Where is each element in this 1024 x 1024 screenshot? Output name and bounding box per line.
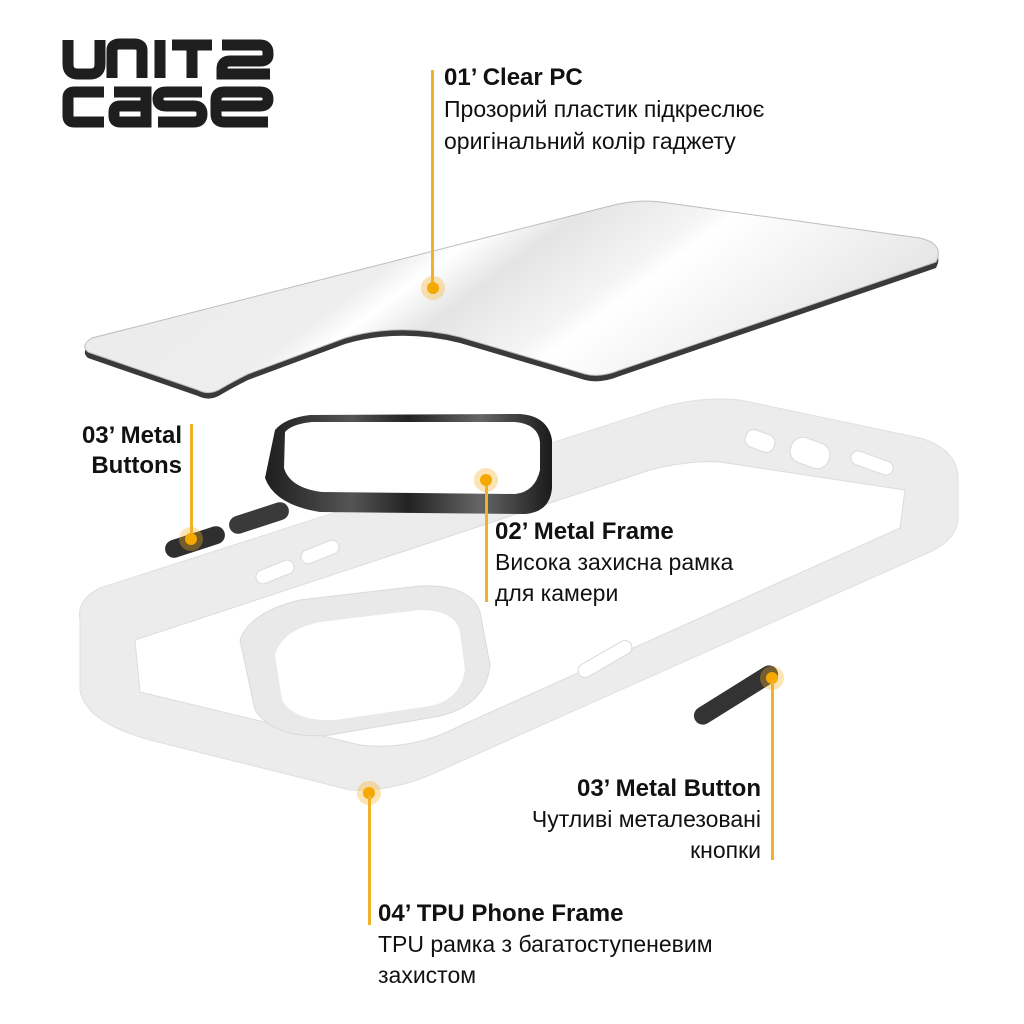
callout-02-desc-line1: Висока захисна рамка: [495, 549, 734, 575]
metal-camera-frame: [265, 414, 552, 514]
callout-02-leader: [485, 482, 488, 602]
callout-03a-title-line1: 03’ Metal: [81, 422, 182, 449]
callout-01-leader: [431, 70, 434, 288]
callout-03a-title-line2: Buttons: [91, 452, 182, 479]
callout-01-marker: [427, 282, 439, 294]
callout-01-desc-line2: оригінальний колір гаджету: [444, 128, 736, 154]
callout-02-title: 02’ Metal Frame: [495, 518, 674, 545]
callout-04-desc-line2: захистом: [378, 962, 477, 988]
callout-02-desc-line2: для камери: [495, 580, 619, 606]
callout-03b-leader: [771, 680, 774, 860]
callout-04-title: 04’ TPU Phone Frame: [378, 900, 624, 927]
callout-03a-marker: [185, 533, 197, 545]
callout-01-desc-line1: Прозорий пластик підкреслює: [444, 96, 765, 122]
callout-03b-desc-line2: кнопки: [690, 837, 761, 863]
callout-02-marker: [480, 474, 492, 486]
callout-03b-marker: [766, 672, 778, 684]
callout-04-desc-line1: TPU рамка з багатоступеневим: [378, 931, 713, 957]
clear-pc-panel: [84, 200, 939, 399]
callout-03a-leader: [190, 424, 193, 538]
unit2case-logo-icon: [62, 38, 274, 128]
callout-01-title: 01’ Clear PC: [444, 64, 583, 91]
callout-03b-desc-line1: Чутливі металезовані: [531, 806, 761, 832]
tpu-bumper: [78, 398, 959, 791]
callout-04-leader: [368, 795, 371, 925]
callout-04-marker: [363, 787, 375, 799]
brand-logo: [62, 36, 274, 128]
callout-03b-title: 03’ Metal Button: [576, 775, 761, 802]
